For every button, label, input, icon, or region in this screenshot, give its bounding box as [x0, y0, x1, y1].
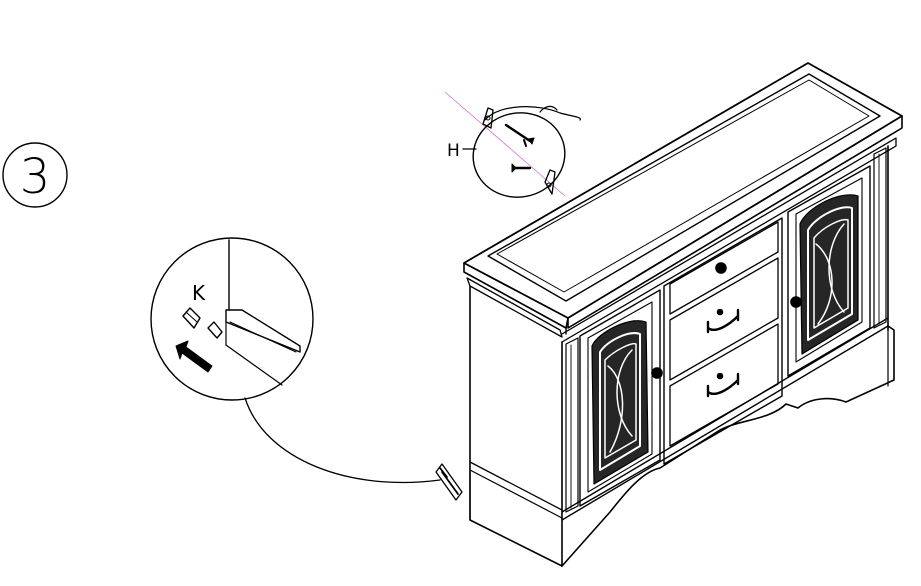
hardware-detail-bubble: H — [444, 91, 581, 198]
right-door — [787, 165, 871, 377]
glide-icon — [182, 307, 201, 329]
knob-icon — [651, 367, 663, 379]
screw-icon — [511, 139, 532, 173]
drawer-top — [669, 221, 779, 315]
pull-handle-icon — [706, 308, 740, 334]
bracket-icon — [482, 107, 494, 129]
hardware-callout-label: H — [447, 141, 460, 161]
left-door — [579, 289, 661, 507]
step-badge: 3 — [2, 142, 68, 208]
pull-handle-icon — [706, 372, 740, 398]
drawer-middle — [669, 257, 779, 381]
glide-detail-bubble: K — [150, 237, 441, 484]
sideboard-cabinet — [435, 62, 903, 567]
knob-icon — [790, 296, 802, 308]
screw-icon — [504, 123, 535, 145]
glide-icon — [207, 321, 223, 339]
drawer-bottom — [669, 323, 779, 447]
insert-arrow-icon — [175, 340, 213, 373]
foot-glide-icon — [435, 463, 463, 501]
knob-icon — [715, 262, 727, 274]
glide-callout-label: K — [192, 281, 206, 305]
step-number: 3 — [20, 149, 51, 205]
bracket-icon — [544, 169, 556, 195]
guide-line — [444, 91, 566, 197]
